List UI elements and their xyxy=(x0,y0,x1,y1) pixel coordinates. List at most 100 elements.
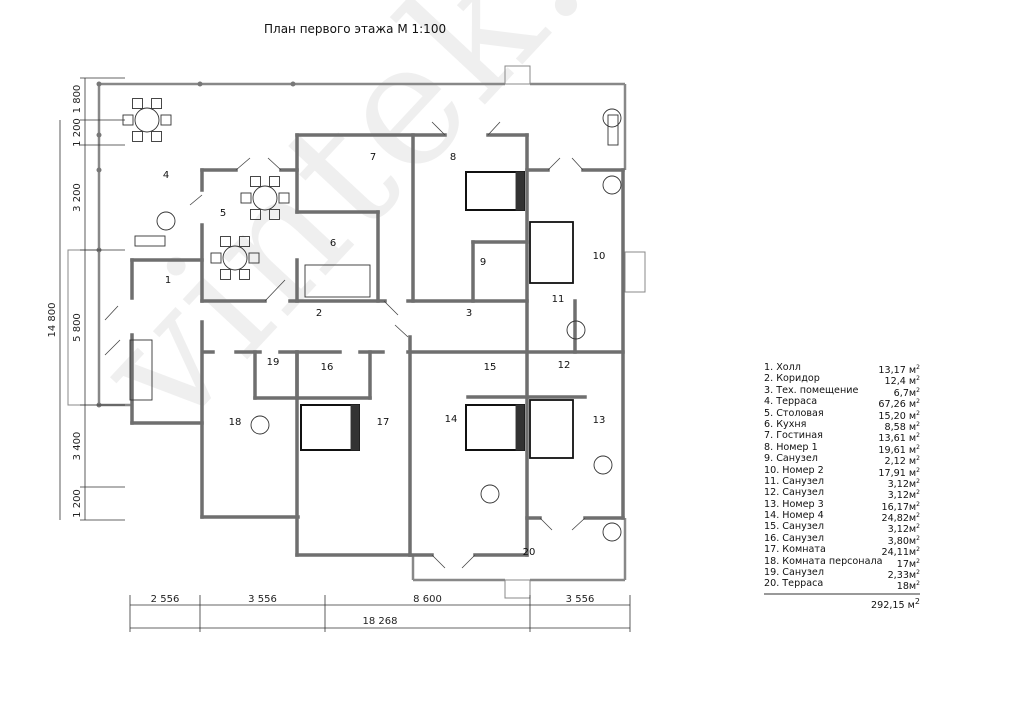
area-value: 24,82м xyxy=(881,513,917,525)
room-number: 4 xyxy=(163,170,169,181)
dim-label-bottom: 2 556 xyxy=(151,594,180,605)
area-unit-sup: 2 xyxy=(916,557,920,565)
area-unit-sup: 2 xyxy=(916,512,920,520)
door-leaf xyxy=(267,157,282,171)
chair xyxy=(239,236,250,247)
room-number: 8 xyxy=(450,152,456,163)
dim-label-bottom: 3 556 xyxy=(248,594,277,605)
chair xyxy=(250,209,261,220)
area-unit-sup: 2 xyxy=(916,523,920,531)
stair-top xyxy=(504,65,531,85)
area-value: 19,61 м xyxy=(878,444,917,456)
area-unit-sup: 2 xyxy=(916,466,920,474)
room-number: 14 xyxy=(445,414,458,425)
chair xyxy=(151,98,162,109)
chair xyxy=(278,192,290,204)
legend-room-area: 24,11м2 xyxy=(881,544,920,559)
room-number: 13 xyxy=(593,415,606,426)
chair xyxy=(160,114,172,126)
legend-room-area: 3,12м2 xyxy=(888,476,920,490)
legend-item: 11. Санузел 3,12м2 xyxy=(764,475,920,490)
area-value: 2,33м xyxy=(887,570,917,582)
legend-room-name: 18. Комната персонала xyxy=(764,555,883,567)
chair xyxy=(151,131,162,142)
area-value: 2,12 м xyxy=(884,456,917,468)
legend-room-area: 8,58 м2 xyxy=(885,419,920,433)
room-number: 1 xyxy=(165,275,171,286)
chair xyxy=(132,98,143,109)
closet xyxy=(529,221,574,284)
dim-label-left: 5 800 xyxy=(72,313,83,342)
room-number: 17 xyxy=(377,417,390,428)
chair xyxy=(220,236,231,247)
furniture-item xyxy=(134,235,166,247)
bed xyxy=(300,404,360,451)
area-value: 6,7м xyxy=(893,387,917,399)
furniture xyxy=(122,98,622,542)
area-unit-sup: 2 xyxy=(916,409,920,417)
area-value: 24,11м xyxy=(881,547,917,559)
legend-room-name: 13. Номер 3 xyxy=(764,498,824,510)
chair xyxy=(239,269,250,280)
legend-room-area: 3,12м2 xyxy=(887,487,920,502)
area-unit-sup: 2 xyxy=(916,569,920,577)
legend-room-name: 19. Санузел xyxy=(764,567,824,579)
area-unit-sup: 2 xyxy=(916,500,920,508)
area-value: 16,17м xyxy=(881,501,917,513)
area-unit-sup: 2 xyxy=(916,375,920,383)
area-value: 12,4 м xyxy=(884,376,917,388)
walls xyxy=(130,133,625,557)
legend-room-area: 24,82м2 xyxy=(881,510,920,525)
round-table xyxy=(566,320,586,340)
dim-label-bottom: 3 556 xyxy=(566,594,595,605)
door-leaf xyxy=(487,121,501,136)
legend-room-area: 19,61 м2 xyxy=(878,442,920,456)
room-number: 11 xyxy=(552,294,565,305)
door-leaf xyxy=(571,157,584,171)
dim-label-bottom: 8 600 xyxy=(413,594,442,605)
post xyxy=(96,81,102,87)
bed-headboard xyxy=(515,404,525,451)
legend-room-area: 67,26 м2 xyxy=(878,396,920,410)
bed xyxy=(465,404,525,451)
room-number: 5 xyxy=(220,208,226,219)
round-table xyxy=(602,175,622,195)
area-unit-sup: 2 xyxy=(916,443,920,451)
stair-bottom xyxy=(504,579,531,599)
dim-label-bottom-total: 18 268 xyxy=(363,616,398,627)
area-unit-sup: 2 xyxy=(916,477,920,485)
dining-table xyxy=(222,245,248,271)
area-unit-sup: 2 xyxy=(916,455,920,463)
round-table xyxy=(602,522,622,542)
furniture-item xyxy=(304,264,371,298)
legend-room-name: 3. Тех. помещение xyxy=(764,384,859,396)
round-table xyxy=(480,484,500,504)
post xyxy=(197,81,203,87)
room-number: 15 xyxy=(484,362,497,373)
area-value: 3,12м xyxy=(887,524,917,536)
legend-room-name: 2. Коридор xyxy=(764,373,820,385)
legend-room-name: 1. Холл xyxy=(764,362,801,373)
area-value: 3,12м xyxy=(887,490,917,502)
dim-label-left-total: 14 800 xyxy=(47,303,58,338)
plan-title: План первого этажа М 1:100 xyxy=(264,22,447,36)
door-leaf xyxy=(571,517,586,531)
door-leaf xyxy=(431,121,446,136)
legend-room-name: 8. Номер 1 xyxy=(764,441,818,453)
area-unit-sup: 2 xyxy=(916,398,920,406)
bed-headboard xyxy=(350,404,360,451)
dimension-lines xyxy=(59,77,631,632)
legend-item: 13. Номер 3 16,17м2 xyxy=(764,498,920,513)
room-number: 7 xyxy=(370,152,376,163)
legend-room-name: 11. Санузел xyxy=(764,475,824,487)
